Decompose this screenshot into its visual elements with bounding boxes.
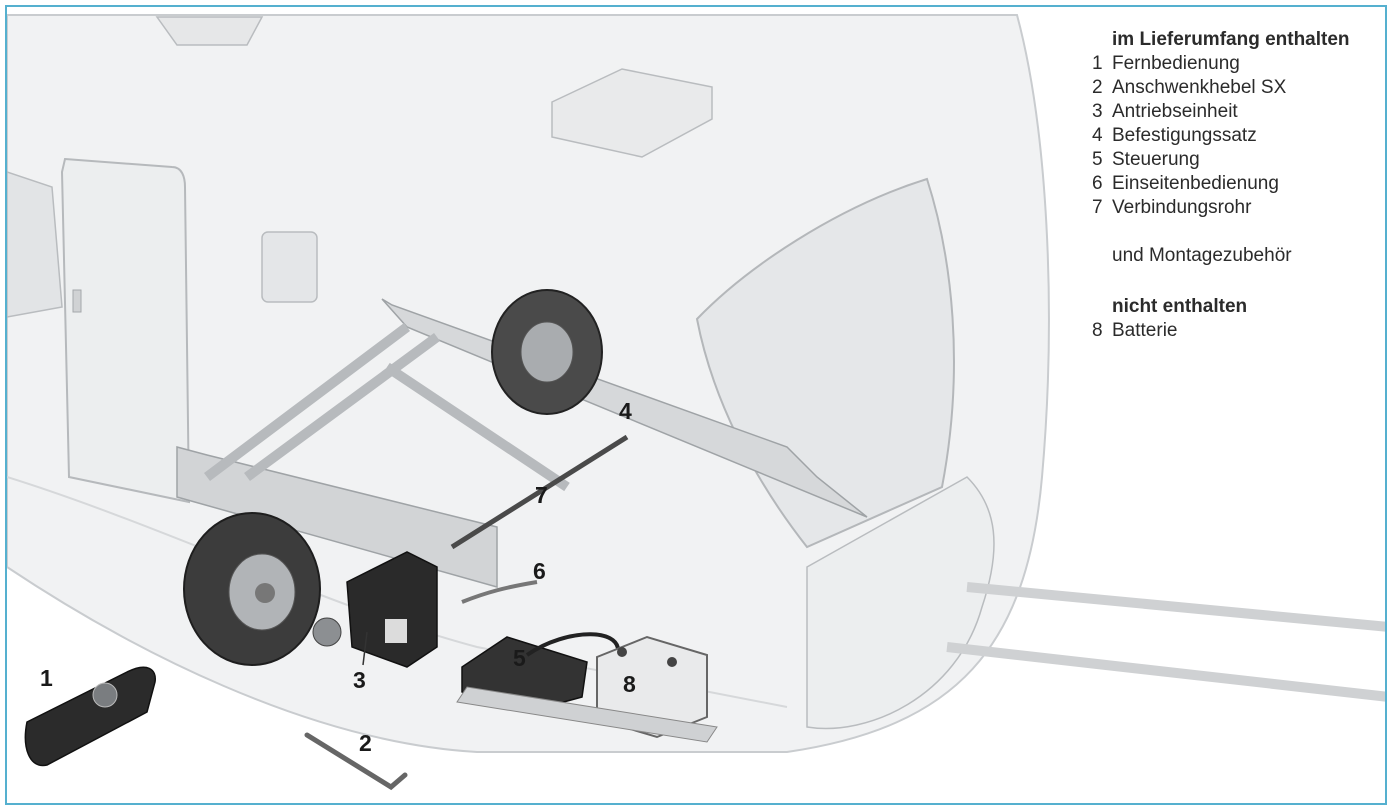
callout-4: 4: [619, 398, 632, 424]
legend-included-list: 1 Fernbedienung 2 Anschwenkhebel SX 3 An…: [1092, 52, 1385, 220]
chassis-crossbeam: [204, 323, 570, 492]
legend-item: 6 Einseitenbedienung: [1092, 172, 1385, 196]
legend-item-label: Antriebseinheit: [1112, 101, 1238, 122]
battery-terminal-left: [617, 647, 627, 657]
callout-2: 2: [359, 730, 372, 756]
legend-item-label: Verbindungsrohr: [1112, 197, 1252, 218]
legend-item-label: Steuerung: [1112, 149, 1200, 170]
callout-8: 8: [623, 671, 636, 697]
callout-1: 1: [40, 665, 53, 691]
drive-unit: [346, 551, 438, 668]
door-handle: [72, 289, 82, 313]
callout-7: 7: [535, 482, 548, 508]
legend-item: 8 Batterie: [1092, 319, 1385, 343]
front-panel: [806, 476, 995, 730]
legend-item-label: Anschwenkhebel SX: [1112, 77, 1287, 98]
wheel-front-hub: [255, 583, 275, 603]
swing-lever: [304, 732, 408, 791]
legend-item: 7 Verbindungsrohr: [1092, 196, 1385, 220]
legend-item-number: 7: [1092, 197, 1103, 218]
roof-vent-left: [155, 16, 264, 46]
entrance-door: [60, 157, 191, 504]
drive-unit-label-plate: [385, 619, 407, 643]
remote-control: [24, 666, 156, 767]
legend-heading-included: im Lieferumfang enthalten: [1112, 29, 1350, 50]
legend-item-number: 4: [1092, 125, 1103, 146]
wheel-rear-rim: [520, 321, 574, 383]
legend-item-number: 5: [1092, 149, 1103, 170]
legend-item-label: Befestigungssatz: [1112, 125, 1257, 146]
legend-item: 3 Antriebseinheit: [1092, 100, 1385, 124]
legend-item: 5 Steuerung: [1092, 148, 1385, 172]
legend-extra-accessories: und Montagezubehör: [1112, 245, 1292, 266]
legend-item: 4 Befestigungssatz: [1092, 124, 1385, 148]
legend-item-label: Batterie: [1112, 320, 1178, 341]
parts-legend: im Lieferumfang enthalten 1 Fernbedienun…: [1092, 29, 1385, 343]
drive-unit-roller: [312, 617, 342, 647]
single-side-control-rod: [461, 580, 538, 604]
connecting-tube: [450, 434, 629, 550]
roof-vent-right: [551, 68, 713, 158]
legend-item-number: 6: [1092, 173, 1103, 194]
callout-6: 6: [533, 558, 546, 584]
callout-5: 5: [513, 645, 526, 671]
window-small: [261, 231, 318, 303]
legend-item: 2 Anschwenkhebel SX: [1092, 76, 1385, 100]
diagram-frame: 1 2 3 4 5 6 7 8 im Lieferumfang enthalte…: [5, 5, 1387, 805]
callout-3: 3: [353, 667, 366, 693]
legend-item-label: Fernbedienung: [1112, 53, 1240, 74]
legend-item-number: 1: [1092, 53, 1103, 74]
legend-excluded-list: 8 Batterie: [1092, 319, 1385, 343]
legend-item: 1 Fernbedienung: [1092, 52, 1385, 76]
caravan-mover-illustration: [7, 14, 1385, 791]
legend-heading-excluded: nicht enthalten: [1112, 296, 1248, 317]
drawbar: [946, 582, 1385, 702]
window-left: [7, 171, 63, 318]
legend-item-number: 2: [1092, 77, 1103, 98]
remote-control-button: [92, 682, 118, 708]
leader-line-3: [362, 631, 368, 666]
mounting-tray: [456, 686, 718, 743]
legend-item-number: 8: [1092, 320, 1103, 341]
legend-item-label: Einseitenbedienung: [1112, 173, 1279, 194]
legend-item-number: 3: [1092, 101, 1103, 122]
battery-terminal-right: [667, 657, 677, 667]
chassis-rail-front: [176, 446, 498, 588]
